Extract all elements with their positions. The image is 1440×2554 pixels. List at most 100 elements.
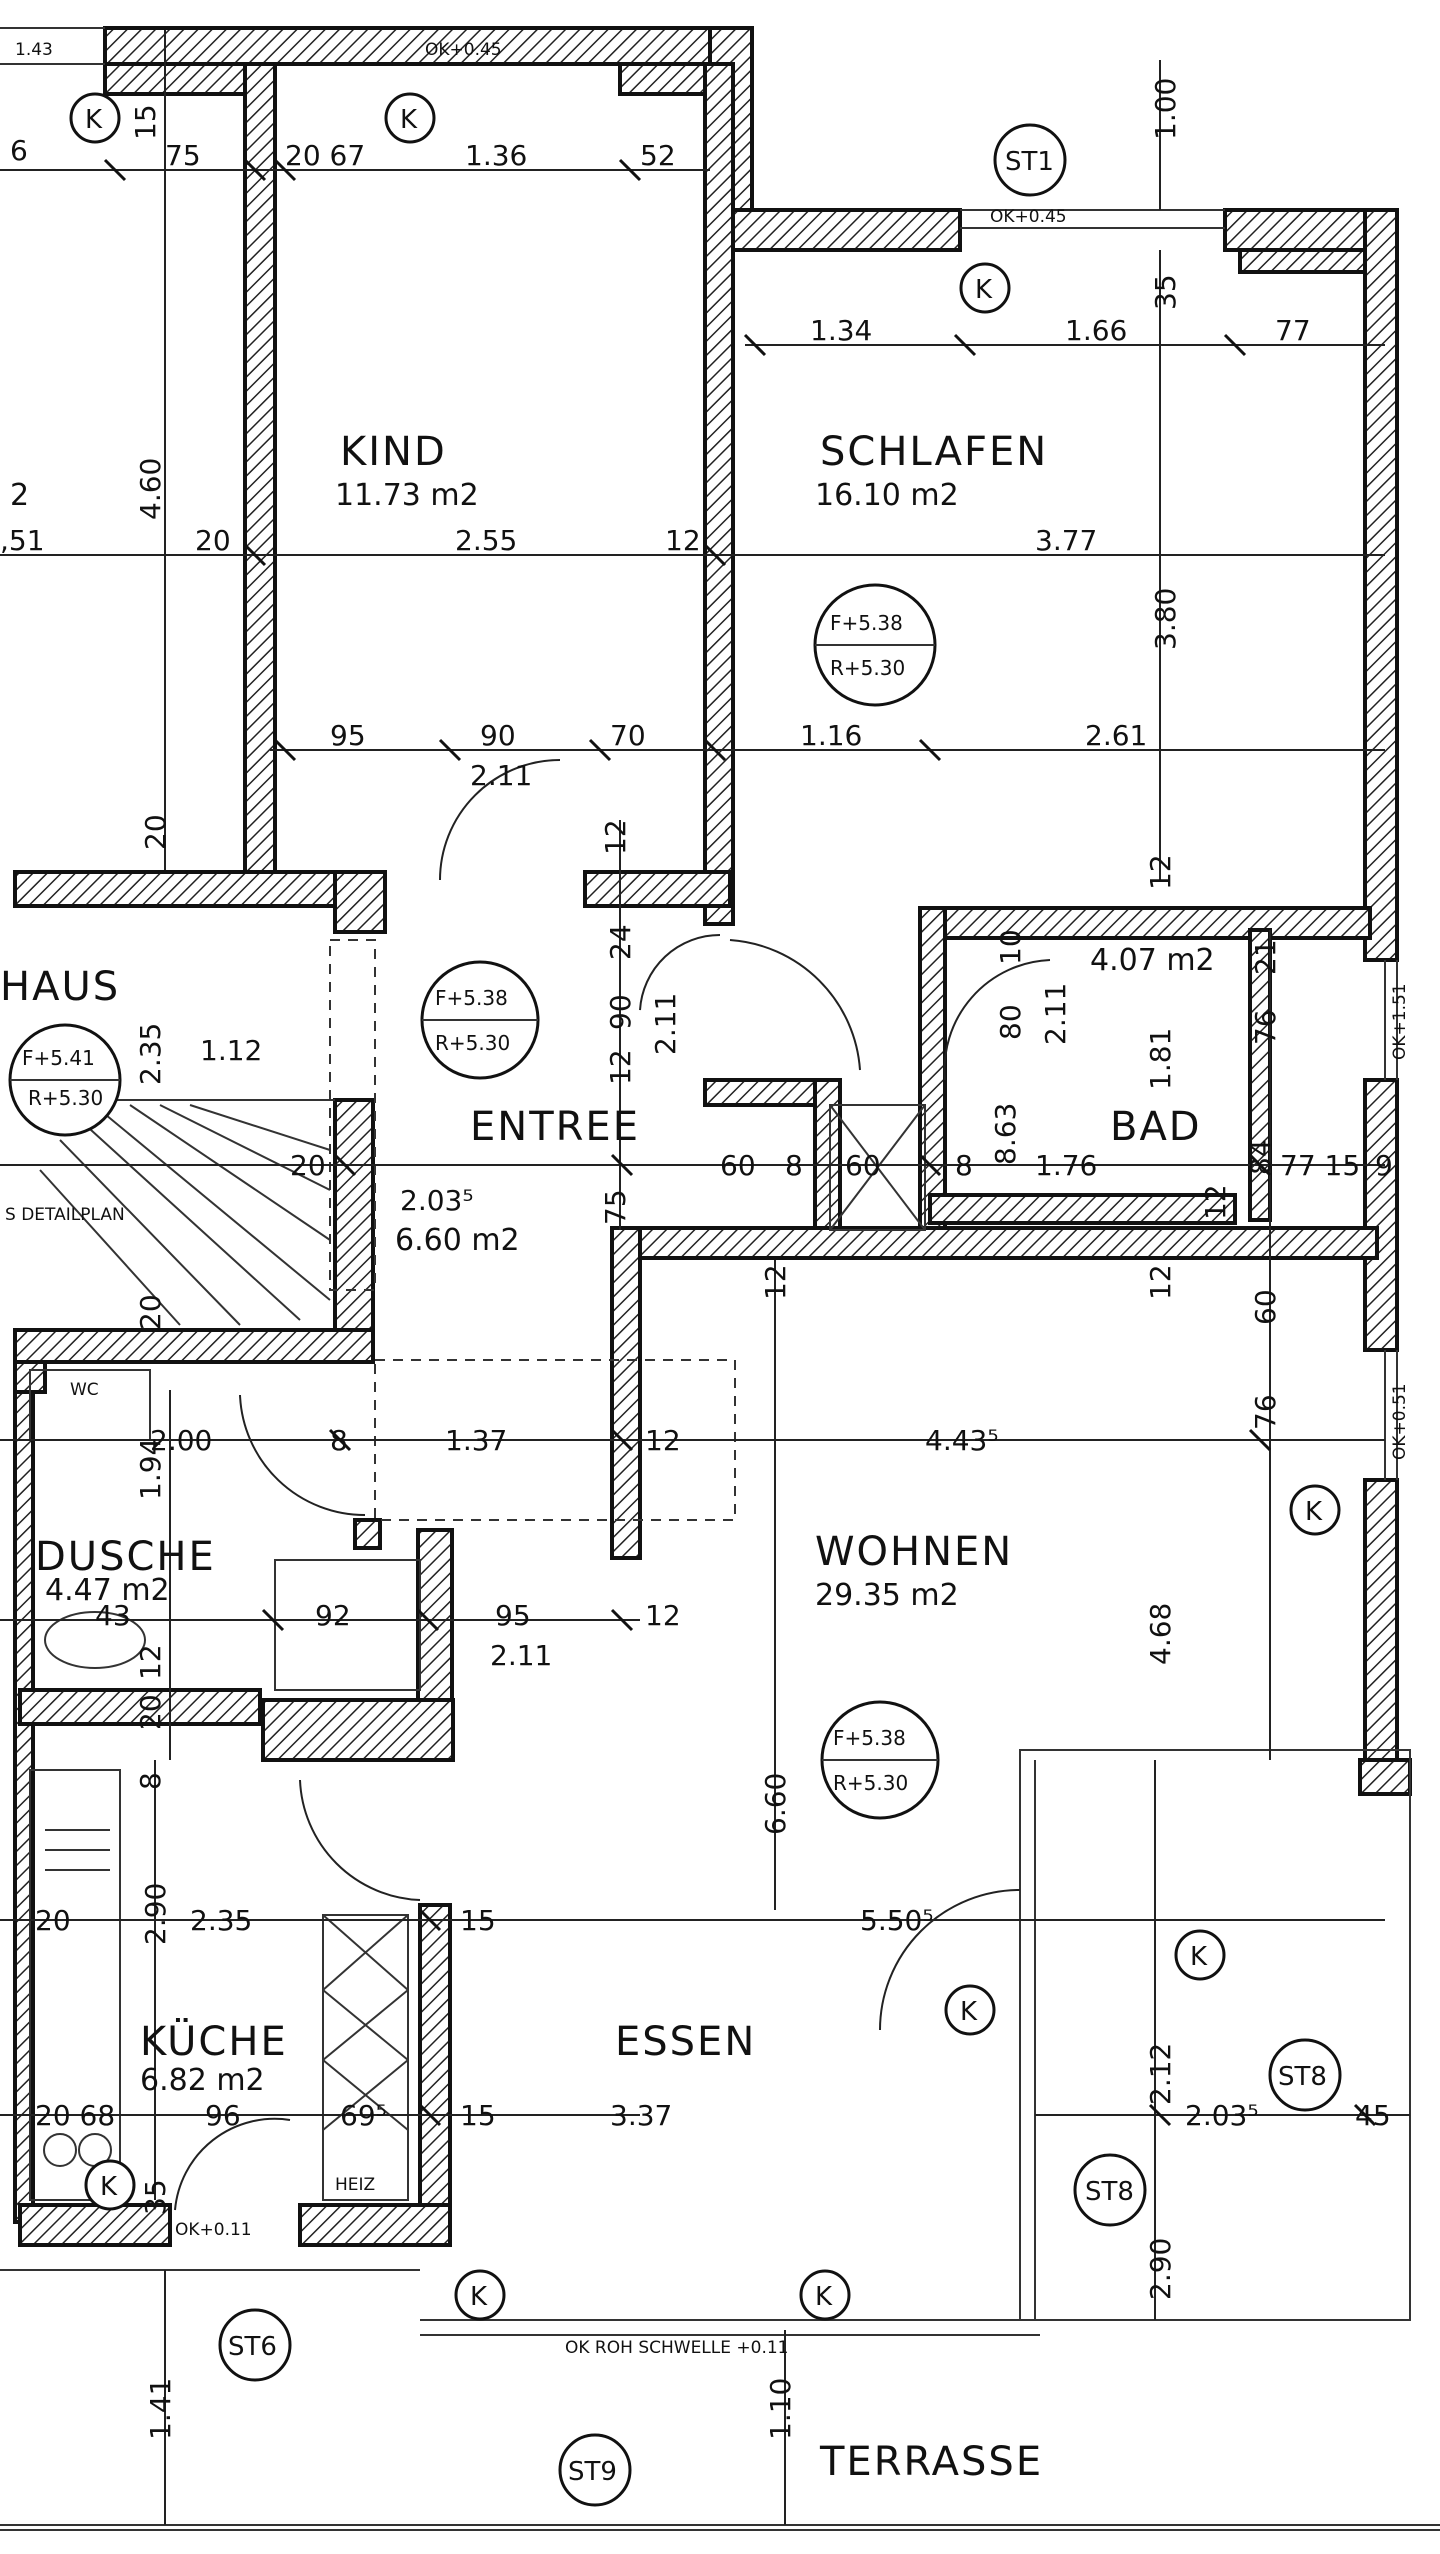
svg-text:2.12: 2.12 <box>1144 2043 1177 2105</box>
svg-text:K: K <box>960 1997 978 2027</box>
wall-kind-bottom-left <box>13 870 337 908</box>
svg-text:2.11: 2.11 <box>1039 983 1072 1045</box>
wall-bad-left <box>918 906 947 1230</box>
marker-k-7: K <box>84 2159 136 2211</box>
svg-text:R+5.30: R+5.30 <box>28 1086 103 1110</box>
wall-dusche-right-stub <box>353 1518 382 1550</box>
svg-text:12: 12 <box>134 1644 167 1680</box>
label-heiz: HEIZ <box>335 2175 375 2195</box>
stove-burner <box>43 2133 77 2167</box>
shower-tray <box>274 1559 421 1691</box>
room-area-entree: 6.60 m2 <box>395 1223 520 1258</box>
sill-note-threshold: OK ROH SCHWELLE +0.11 <box>565 2338 789 2358</box>
svg-text:60: 60 <box>845 1149 881 1182</box>
svg-text:15: 15 <box>129 104 162 140</box>
door-kind <box>439 759 561 881</box>
wall-right-upper <box>1363 208 1399 962</box>
svg-text:ST1: ST1 <box>1005 147 1054 177</box>
marker-k-4: K <box>1289 1484 1341 1536</box>
level-marker-schlafen: F+5.38 R+5.30 <box>813 583 937 707</box>
wall-bad-top <box>918 906 1372 940</box>
svg-text:90: 90 <box>480 719 516 752</box>
wall-right-lower <box>1363 1478 1399 1762</box>
shaft-bath <box>829 1104 926 1231</box>
svg-text:1.81: 1.81 <box>1144 1028 1177 1090</box>
room-area-treppenhaus: 2 <box>10 478 29 513</box>
room-name-dusche: DUSCHE <box>35 1534 216 1580</box>
svg-text:45: 45 <box>1355 2099 1391 2132</box>
svg-text:2.55: 2.55 <box>455 524 517 557</box>
svg-text:2.11: 2.11 <box>470 759 532 792</box>
wall-bad-bottom <box>928 1193 1237 1225</box>
svg-text:95: 95 <box>495 1599 531 1632</box>
svg-text:12: 12 <box>665 524 701 557</box>
marker-k-9: K <box>799 2269 851 2321</box>
svg-text:92: 92 <box>315 1599 351 1632</box>
door-schlafen <box>729 939 861 1071</box>
level-marker-entree: F+5.38 R+5.30 <box>420 960 540 1080</box>
svg-text:2.90: 2.90 <box>139 1883 172 1945</box>
wall-bottom-mid <box>298 2203 452 2247</box>
svg-text:K: K <box>975 275 993 305</box>
room-name-essen: ESSEN <box>615 2019 756 2065</box>
svg-text:1.94: 1.94 <box>134 1438 167 1500</box>
door-kueche <box>299 1779 421 1901</box>
svg-text:84: 84 <box>1244 1139 1277 1175</box>
room-name-bad: BAD <box>1110 1104 1202 1150</box>
svg-text:12: 12 <box>1144 854 1177 890</box>
svg-text:12: 12 <box>1199 1184 1232 1220</box>
room-name-treppenhaus: HAUS <box>0 964 120 1010</box>
svg-text:76: 76 <box>1249 1394 1282 1430</box>
wall-right-mid <box>1363 1078 1399 1352</box>
svg-text:K: K <box>400 105 418 135</box>
svg-text:6.60: 6.60 <box>759 1773 792 1835</box>
svg-text:2.03⁵: 2.03⁵ <box>1185 2099 1259 2132</box>
wall-kind-bottom-right <box>583 870 732 908</box>
wall-entree-stub <box>703 1078 817 1107</box>
svg-text:8: 8 <box>785 1149 803 1182</box>
svg-text:12: 12 <box>599 819 632 855</box>
marker-st8b: ST8 <box>1073 2153 1147 2227</box>
label-wc: WC <box>70 1380 99 1400</box>
room-area-kueche: 6.82 m2 <box>140 2063 265 2098</box>
marker-st6: ST6 <box>218 2308 292 2382</box>
wall-dusche-stub-h <box>261 1698 455 1762</box>
dimension-ticks <box>103 158 1377 2127</box>
wall-entree-stub-v <box>813 1078 842 1232</box>
wall-right-bottom <box>1358 1758 1412 1796</box>
svg-text:2.61: 2.61 <box>1085 719 1147 752</box>
svg-text:F+5.41: F+5.41 <box>22 1046 95 1070</box>
sill-note-top-left: OK+0.45 <box>425 40 502 60</box>
sill-note-top-st1: OK+0.45 <box>990 207 1067 227</box>
svg-text:1.12: 1.12 <box>200 1034 262 1067</box>
wall-schlafen-top-right-inner <box>1238 248 1367 274</box>
svg-text:20: 20 <box>290 1149 326 1182</box>
wall-wohnen-left <box>610 1226 642 1560</box>
svg-text:ST8: ST8 <box>1278 2062 1327 2092</box>
room-name-terrasse: TERRASSE <box>819 2439 1043 2485</box>
sill-note-kitchen: OK+0.11 <box>175 2220 252 2240</box>
room-area-schlafen: 16.10 m2 <box>815 478 959 513</box>
svg-text:4.60: 4.60 <box>134 458 167 520</box>
svg-text:8: 8 <box>955 1149 973 1182</box>
room-area-bad: 4.07 m2 <box>1090 943 1215 978</box>
svg-text:K: K <box>1305 1497 1323 1527</box>
label-detailplan: S DETAILPLAN <box>5 1205 125 1225</box>
svg-text:10: 10 <box>994 929 1027 965</box>
door-dusche <box>239 1394 366 1517</box>
svg-text:2.00: 2.00 <box>150 1424 212 1457</box>
svg-text:96: 96 <box>205 2099 241 2132</box>
svg-text:24: 24 <box>604 924 637 960</box>
svg-text:77: 77 <box>1275 314 1311 347</box>
room-name-schlafen: SCHLAFEN <box>820 429 1048 475</box>
marker-st1: ST1 <box>993 123 1067 197</box>
svg-text:ST8: ST8 <box>1085 2177 1134 2207</box>
svg-text:ST9: ST9 <box>568 2457 617 2487</box>
svg-text:1.76: 1.76 <box>1035 1149 1097 1182</box>
svg-text:20: 20 <box>139 814 172 850</box>
svg-text:1.37: 1.37 <box>445 1424 507 1457</box>
entree-built-in <box>329 939 376 1291</box>
svg-text:75: 75 <box>599 1189 632 1225</box>
svg-text:90: 90 <box>604 994 637 1030</box>
svg-text:R+5.30: R+5.30 <box>435 1031 510 1055</box>
